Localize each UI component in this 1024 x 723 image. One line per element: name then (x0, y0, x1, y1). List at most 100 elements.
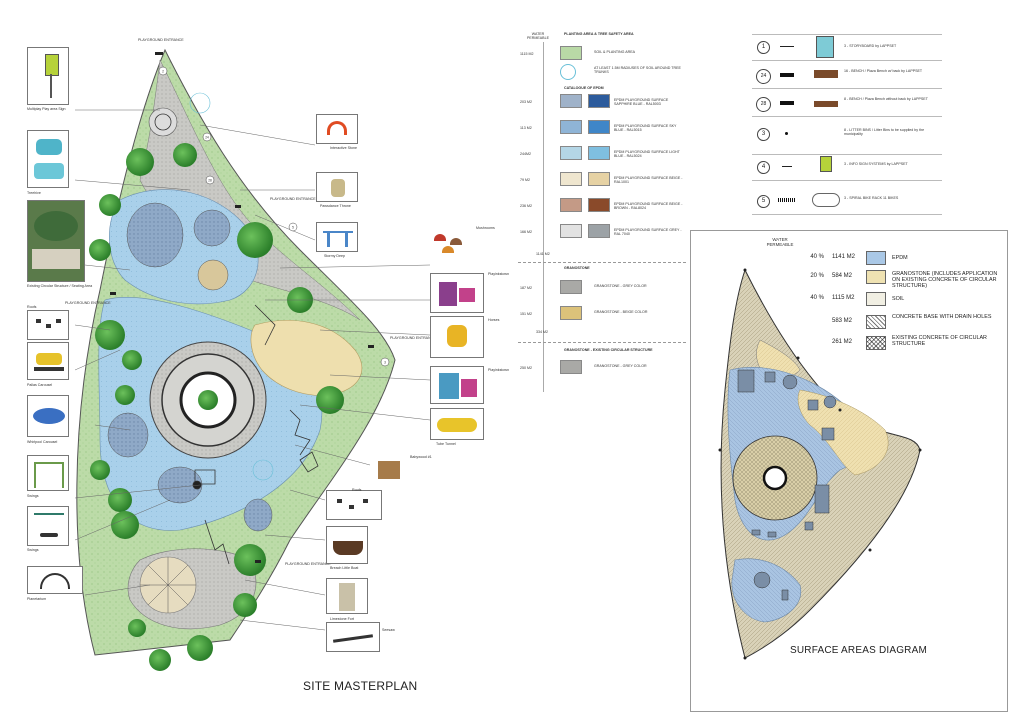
symbol-num-2: 28 (756, 97, 771, 112)
surface-label-3: CONCRETE BASE WITH DRAIN HOLES (892, 314, 992, 320)
symbol-label-3: 8 - LITTER BINS / Litter Bins to be supp… (844, 128, 925, 137)
surface-row-existing-concrete: 261 M2 EXISTING CONCRETE OF CIRCULAR STR… (780, 334, 1005, 356)
planting-label-0: SOIL & PLANTING AREA (594, 50, 636, 54)
epdm-label-1: EPDM PLAYGROUND SURFACE SKY BLUE - RAL50… (614, 124, 677, 133)
epdm-swatch-1 (588, 120, 610, 134)
right-label-2: Stormy Deep (324, 254, 345, 258)
epdm-area-2: 244M2 (520, 152, 531, 156)
left-label-3: Roofs (27, 305, 37, 309)
surface-pct-0: 40 % (810, 254, 824, 260)
thumb-planetarium (27, 566, 83, 594)
entrance-label-south: PLAYGROUND ENTRANCE (285, 562, 331, 566)
play-zone-2 (193, 209, 231, 247)
diagram-epdm-south (731, 558, 802, 623)
right-label-12: Seesaw (382, 628, 395, 632)
left-label-7: Swings (27, 548, 39, 552)
surface-swatch-3 (866, 315, 886, 329)
thumb-existing-structure (27, 200, 85, 282)
epdm-texture-3 (560, 172, 582, 186)
thumb-mushrooms (430, 230, 472, 260)
central-tree (198, 390, 218, 410)
marker-3: 3 (384, 361, 386, 365)
storyboard-thumb (816, 36, 834, 58)
left-label-4: Pallas Carousel (27, 383, 53, 387)
thumb-stormy-deep (316, 222, 358, 252)
surface-areas-drawing (718, 268, 922, 660)
surface-area-0: 1141 M2 (832, 254, 855, 260)
thumb-horses (430, 316, 484, 358)
trees (89, 143, 344, 671)
symbol-row-info-sign: 4 3 - INFO SIGN SYSTEMS by LAPPSET (752, 156, 942, 181)
thumb-playinkstown-1 (430, 273, 484, 313)
thumb-babywood (370, 455, 410, 487)
planting-swatch-1 (560, 64, 576, 80)
play-zone-3 (107, 412, 149, 458)
epdm-label-3: EPDM PLAYGROUND SURFACE BEIGE - RAL1001 (614, 176, 683, 185)
site-masterplan-drawing: 2 24 28 5 3 (74, 48, 431, 671)
diagram-beige-east (797, 389, 889, 476)
bench-back-icon (780, 73, 794, 77)
surface-areas-panel (690, 230, 1008, 712)
symbol-num-0: 1 (757, 41, 770, 54)
surface-area-4: 261 M2 (832, 339, 853, 345)
thumb-sign (27, 47, 69, 105)
litter-bin-icon (785, 132, 788, 135)
tree-safety-ring (252, 459, 274, 481)
epdm-area-4: 236 M2 (520, 204, 532, 208)
thumb-interactive-stone (316, 114, 358, 144)
legend-section-planting: PLANTING AREA & TREE SAFETY AREA (564, 32, 634, 36)
marker-24: 24 (205, 136, 209, 140)
entrance-label-north: PLAYGROUND ENTRANCE (138, 38, 184, 42)
right-label-0: Interactive Stone (330, 146, 357, 150)
planting-swatch-0 (560, 46, 582, 60)
symbol-row-bench-back: 24 16 - BENCH / Plaza Bench w/ back by L… (752, 64, 942, 89)
epdm-swatch-3 (588, 172, 610, 186)
right-label-5: Horses (488, 318, 500, 322)
granostone-label-1: GRANOSTONE - BEIGE COLOR (594, 310, 648, 314)
right-label-7: Tube Tunnel (436, 442, 456, 446)
symbol-label-5: 3 - SPIRAL BIKE RACK 11 BIKES (844, 196, 899, 200)
marker-28: 28 (208, 179, 212, 183)
epdm-texture-2 (560, 146, 582, 160)
symbol-num-3: 3 (757, 128, 770, 141)
left-label-2: Existing Circular Structure / Seating Ar… (27, 284, 93, 288)
thumb-swings-2 (27, 506, 69, 546)
granostone-label-0: GRANOSTONE - GREY COLOR (594, 284, 647, 288)
legend-section-granostone: GRANOSTONE (564, 266, 590, 270)
epdm-texture-1 (560, 120, 582, 134)
surface-header: WATER PERMEABLE (766, 237, 794, 247)
epdm-swatch-4 (588, 198, 610, 212)
left-label-8: Planetarium (27, 597, 47, 601)
roundabout (197, 259, 229, 291)
surface-label-2: SOIL (892, 296, 905, 302)
marker-5: 5 (292, 226, 294, 230)
epdm-texture-4 (560, 198, 582, 212)
legend-section-epdm: CATALOGUE OF EPDM (564, 86, 604, 90)
surface-swatch-4 (866, 336, 886, 350)
surface-area-2: 1115 M2 (832, 295, 855, 301)
epdm-label-4: EPDM PLAYGROUND SURFACE BEIGE - BROWN - … (614, 202, 683, 211)
right-label-8: Babywood #1 (410, 455, 432, 459)
surface-row-granostone: 20 % 584 M2 GRANOSTONE (INCLUDES APPLICA… (780, 270, 1005, 296)
epdm-label-2: EPDM PLAYGROUND SURFACE LIGHT BLUE - RAL… (614, 150, 680, 159)
surface-swatch-2 (866, 292, 886, 306)
marker-labels: 2 24 28 5 3 (162, 70, 386, 365)
existing-label-0: GRANOSTONE - GREY COLOR (594, 364, 647, 368)
epdm-total: 1141 M2 (536, 252, 550, 256)
entrance-label-southeast: PLAYGROUND ENTRANCE (390, 336, 436, 340)
left-label-0: Multiplay Play area Sign (27, 107, 66, 111)
granostone-total: 334 M2 (536, 330, 548, 334)
play-zone-4 (157, 466, 203, 504)
right-label-6: Playinkstown (488, 368, 509, 372)
markers (158, 66, 390, 367)
marker-2: 2 (162, 70, 164, 74)
diagram-equipment-blocks (737, 369, 837, 601)
epdm-texture-0 (560, 94, 582, 108)
surface-row-concrete-drain: 583 M2 CONCRETE BASE WITH DRAIN HOLES (780, 313, 1005, 335)
bench-thumb (814, 101, 838, 107)
thumb-roofs-right (326, 490, 382, 520)
left-label-5: Whirlpool Carousel (27, 440, 58, 444)
symbol-label-2: 8 - BENCH / Plaza Bench without back by … (844, 97, 928, 101)
thumb-limestone-fort (326, 578, 368, 614)
existing-swatch-0 (560, 360, 582, 374)
